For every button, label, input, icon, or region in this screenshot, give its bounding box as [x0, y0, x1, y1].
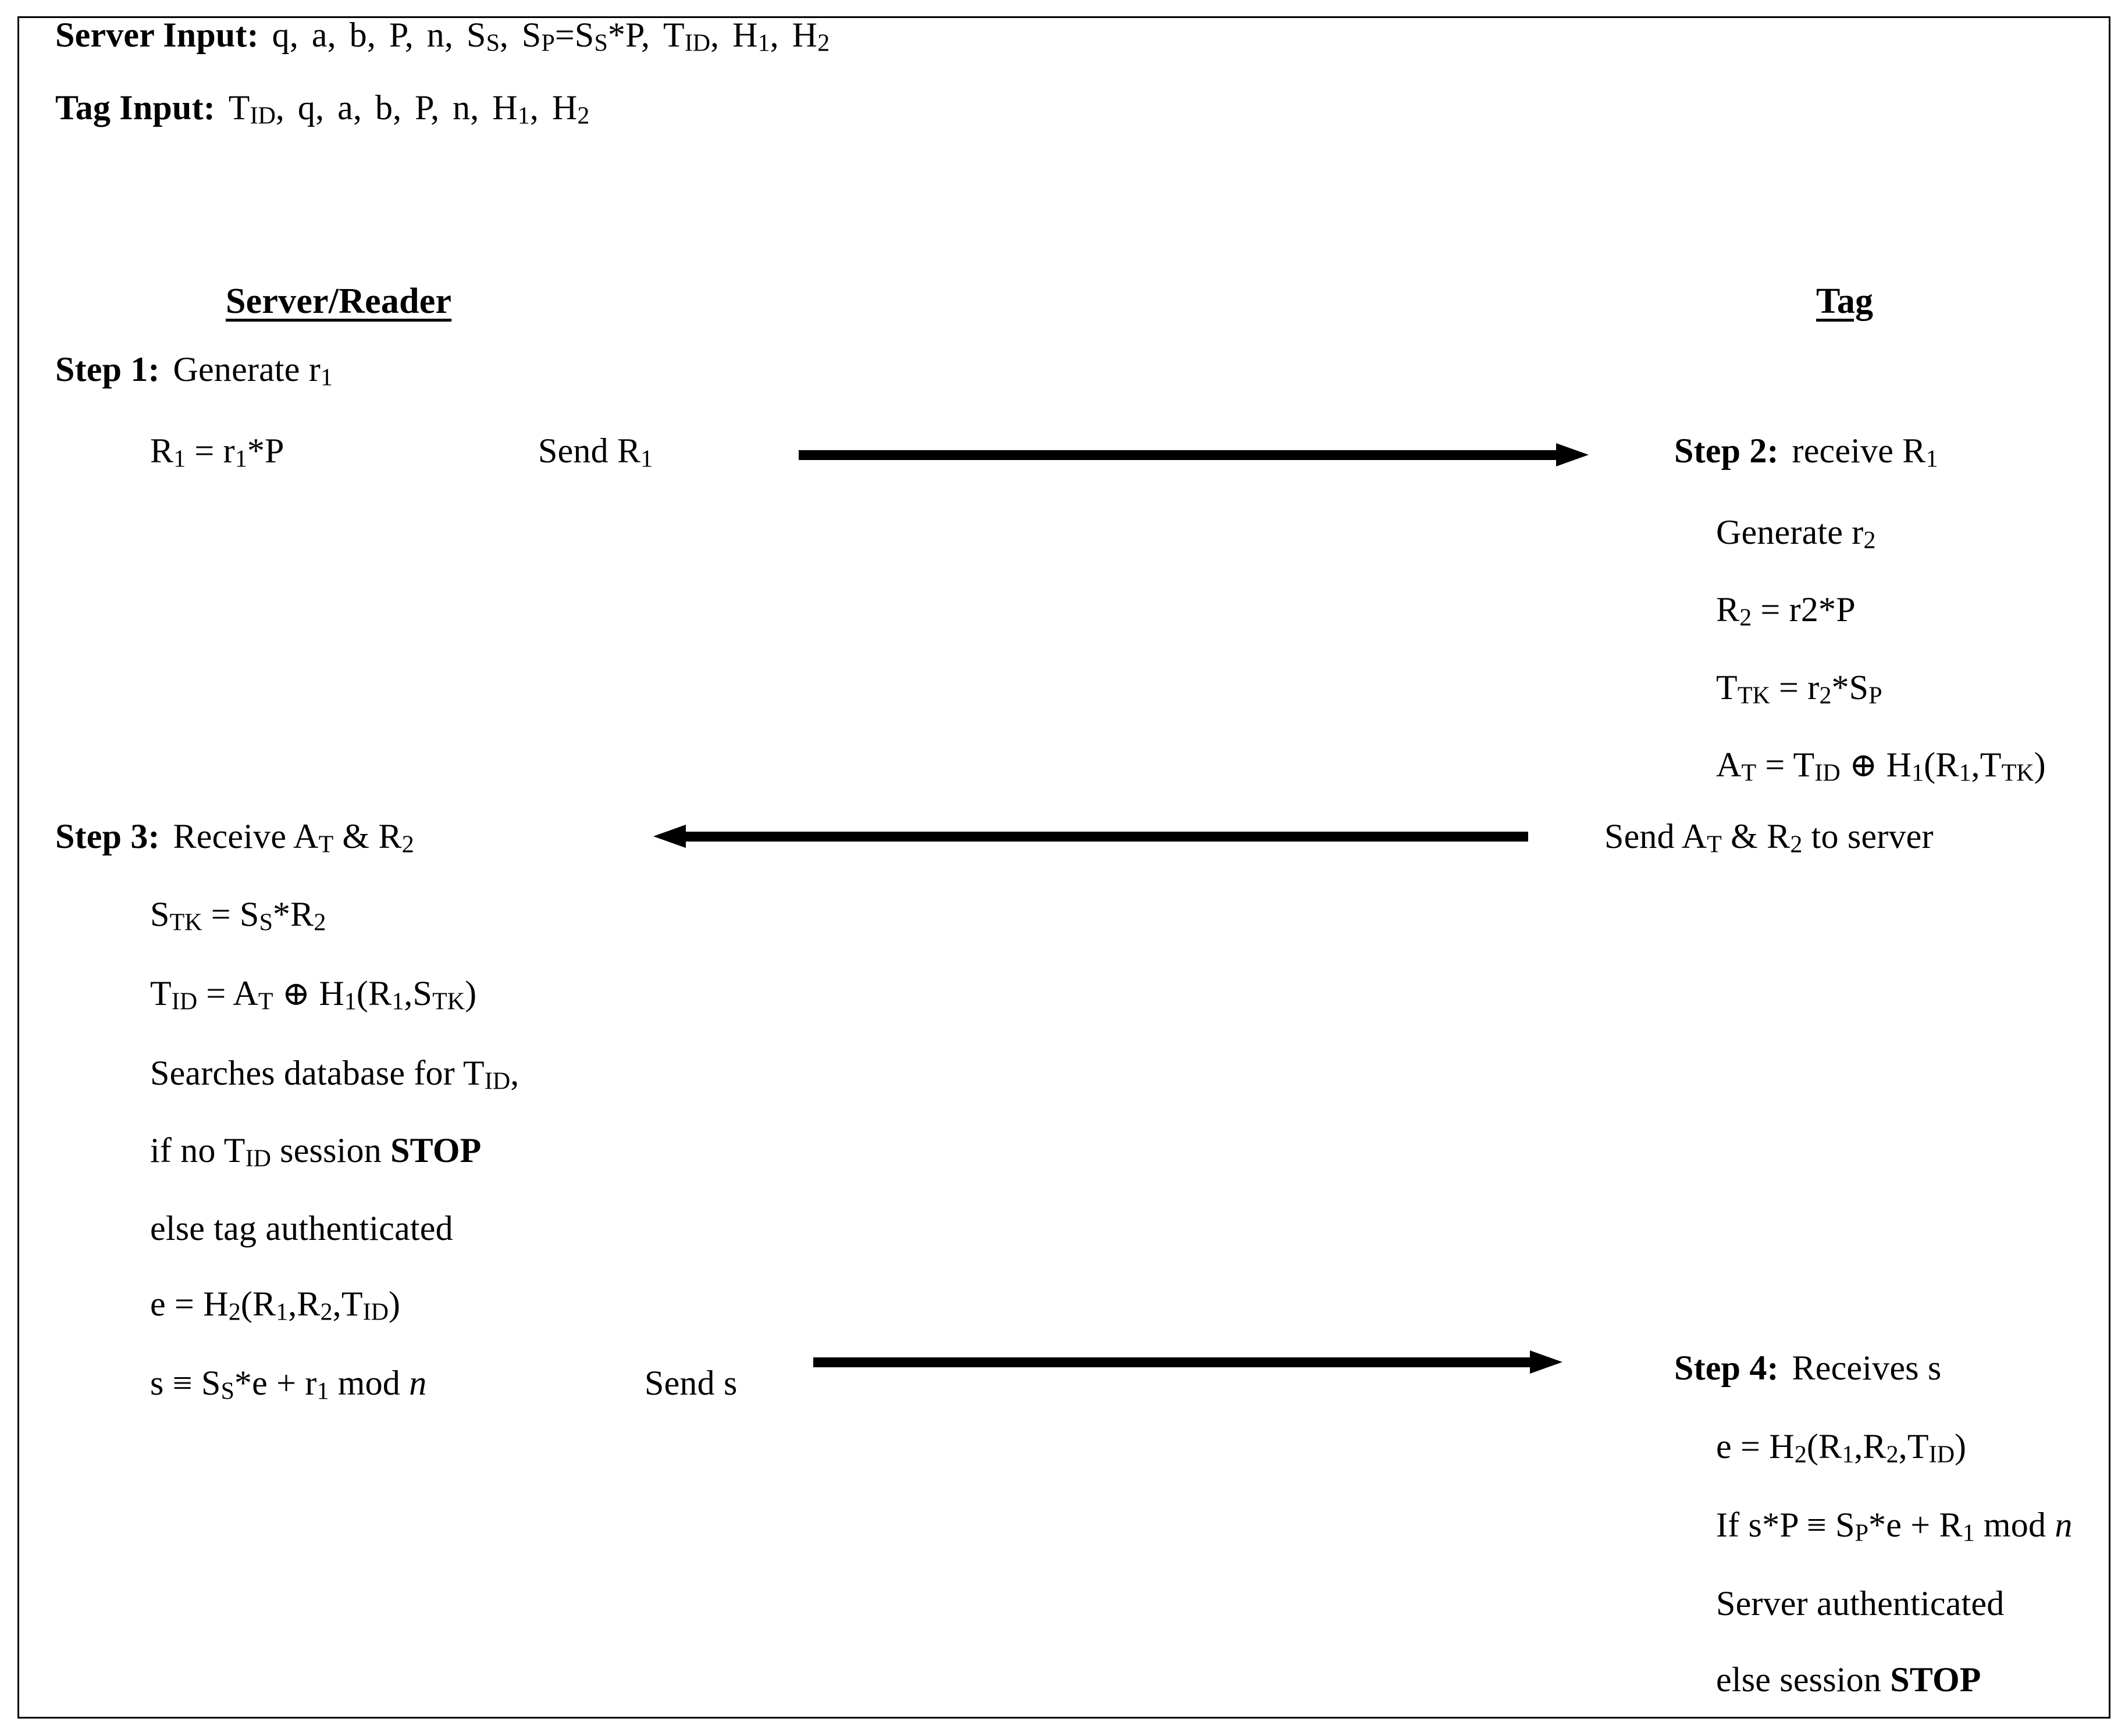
step4-label: Step 4:	[1674, 1349, 1779, 1387]
left-step3-e-line: e = H2(R1,R2,TID)	[150, 1285, 401, 1326]
left-step3-heading: Step 3:Receive AT & R2	[55, 817, 414, 858]
arrow-shaft	[682, 832, 1528, 842]
message2-arrow-left	[653, 825, 1528, 848]
message2-label: Send AT & R2 to server	[1604, 817, 1934, 858]
column-header-server-reader: Server/Reader	[226, 281, 452, 321]
message3-arrow-right	[813, 1350, 1562, 1374]
message1-arrow-right	[799, 443, 1589, 466]
left-step1-heading: Step 1:Generate r1	[55, 350, 333, 391]
right-step2-at-line: AT = TID ⊕ H1(R1,TTK)	[1716, 746, 2046, 787]
left-step3-s-line: s ≡ SS*e + r1 mod n	[150, 1364, 427, 1405]
server-input-label: Server Input:	[55, 16, 259, 54]
right-step2-r2-line: R2 = r2*P	[1716, 590, 1856, 632]
arrow-head	[1556, 443, 1589, 466]
left-step3-ifno-line: if no TID session STOP	[150, 1131, 482, 1172]
left-step3-search-line: Searches database for TID,	[150, 1054, 519, 1095]
left-step1-r1-line: R1 = r1*P	[150, 432, 284, 473]
step2-label: Step 2:	[1674, 432, 1779, 470]
left-step3-else-line: else tag authenticated	[150, 1209, 453, 1247]
right-step4-e-line: e = H2(R1,R2,TID)	[1716, 1427, 1967, 1468]
step3-label: Step 3:	[55, 817, 160, 855]
right-step2-ttk-line: TTK = r2*SP	[1716, 668, 1882, 710]
right-step4-heading: Step 4:Receives s	[1674, 1349, 1942, 1387]
step1-label: Step 1:	[55, 350, 160, 388]
column-header-tag: Tag	[1816, 281, 1874, 321]
arrow-shaft	[813, 1357, 1533, 1367]
stop-keyword: STOP	[1890, 1660, 1981, 1699]
tag-input-label: Tag Input:	[55, 88, 215, 127]
message3-label: Send s	[645, 1364, 738, 1402]
left-step3-tid-line: TID = AT ⊕ H1(R1,STK)	[150, 974, 477, 1015]
message1-label: Send R1	[538, 432, 653, 473]
arrow-head	[653, 825, 686, 848]
right-step4-server-auth-line: Server authenticated	[1716, 1584, 2005, 1623]
right-step2-generate-line: Generate r2	[1716, 513, 1876, 554]
arrow-shaft	[799, 450, 1560, 460]
left-step3-stk-line: STK = SS*R2	[150, 895, 326, 936]
arrow-head	[1530, 1350, 1562, 1374]
figure-border	[17, 16, 2110, 1719]
stop-keyword: STOP	[390, 1131, 482, 1170]
right-step4-if-line: If s*P ≡ SP*e + R1 mod n	[1716, 1506, 2073, 1547]
right-step2-heading: Step 2:receive R1	[1674, 432, 1938, 473]
tag-input-line: Tag Input:TID,q,a,b,P,n,H1,H2	[55, 88, 590, 130]
server-input-line: Server Input:q,a,b,P,n,SS,SP=SS*P,TID,H1…	[55, 16, 830, 57]
right-step4-else-line: else session STOP	[1716, 1660, 1981, 1699]
